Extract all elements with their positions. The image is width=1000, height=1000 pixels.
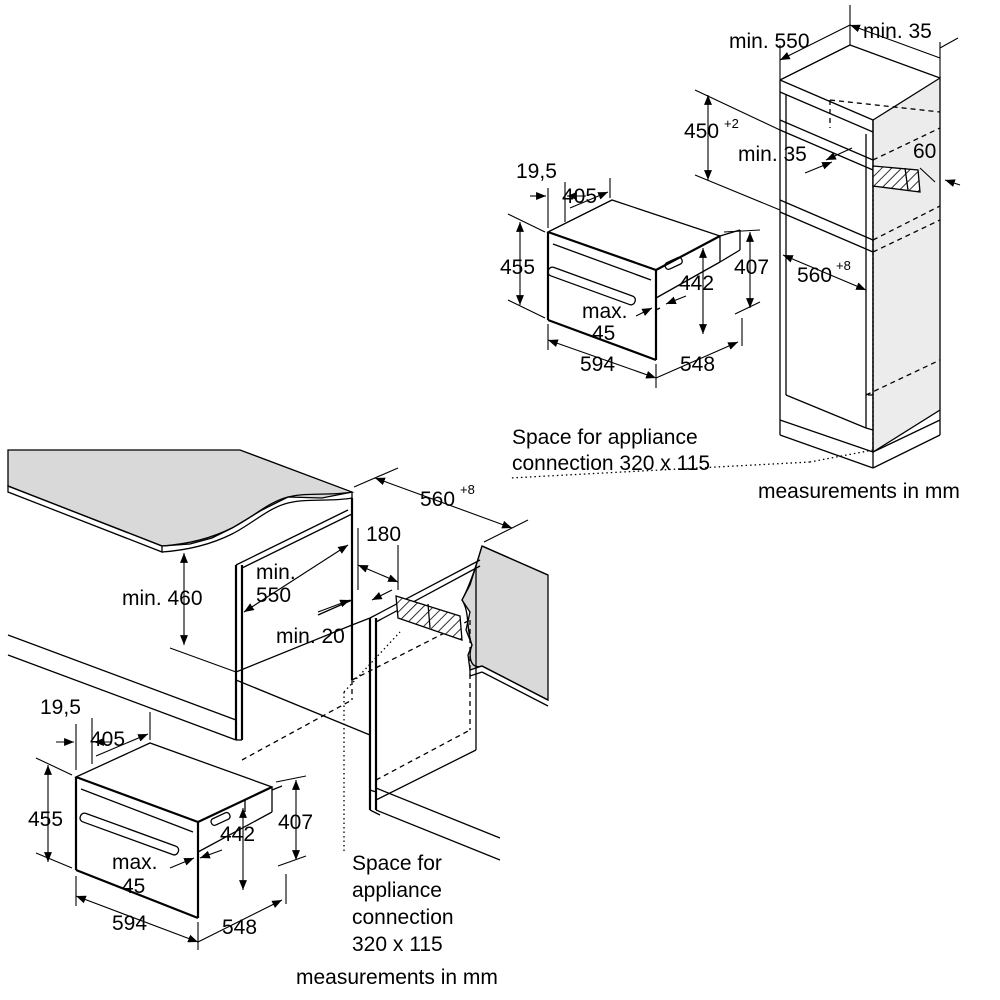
- dim-niche-depth: 560 +8: [782, 254, 867, 291]
- label-worktop-niche-depth: 560: [420, 488, 455, 511]
- label-bottom-body-height: 407: [278, 811, 313, 834]
- dim-vent-offset: 180: [357, 523, 401, 590]
- label-top-height: 455: [500, 256, 535, 279]
- label-worktop-niche-depth-tol: +8: [460, 482, 475, 497]
- label-vent-offset: 180: [366, 523, 401, 546]
- label-niche-depth: 560: [797, 264, 832, 287]
- label-top-front-offset: 19,5: [516, 160, 557, 183]
- floor-lines: [7, 634, 501, 861]
- label-vent-depth: 60: [913, 140, 936, 163]
- bottom-connection-line-4: 320 x 115: [352, 933, 443, 956]
- label-side-gap: min. 35: [863, 20, 932, 43]
- label-top-handle-2: 45: [592, 322, 615, 345]
- label-worktop-height: min. 460: [122, 587, 203, 610]
- dim-worktop-side-gap: min. 20: [276, 589, 393, 648]
- worktop-cabinet: [234, 498, 481, 852]
- worktop-view: 560 +8 180 min. 460 min. 550 min. 20: [7, 449, 549, 989]
- top-units-label: measurements in mm: [758, 480, 960, 503]
- dim-worktop-height: min. 460: [122, 553, 237, 673]
- label-cabinet-width: min. 550: [729, 30, 810, 53]
- tall-cabinet-view: min. 550 min. 35 450 +2 min. 35 60 560: [500, 5, 961, 503]
- top-connection-line-2: connection 320 x 115: [512, 452, 710, 475]
- worktop-right: [461, 545, 549, 707]
- label-top-depth-bottom: 548: [680, 353, 715, 376]
- bottom-connection-line-3: connection: [352, 906, 454, 929]
- label-worktop-side-gap: min. 20: [276, 625, 345, 648]
- tall-cabinet: [509, 44, 941, 479]
- label-niche-height-tol: +2: [724, 116, 739, 131]
- label-top-body-height: 407: [734, 256, 769, 279]
- dim-cabinet-width: min. 550 min. 35: [729, 5, 959, 80]
- worktop-left: [7, 449, 355, 553]
- bottom-connection-line-2: appliance: [352, 879, 442, 902]
- label-bottom-inner-height: 442: [220, 823, 255, 846]
- label-top-handle-1: max.: [582, 300, 628, 323]
- label-bottom-depth: 405: [90, 728, 125, 751]
- oven-bottom-dims: 19,5 405 455 442 407 max. 45: [28, 696, 313, 950]
- label-top-width: 594: [580, 353, 615, 376]
- label-niche-height: 450: [684, 120, 719, 143]
- label-bottom-handle-2: 45: [122, 875, 145, 898]
- label-vent-gap: min. 35: [738, 143, 807, 166]
- label-niche-depth-tol: +8: [836, 258, 851, 273]
- label-bottom-width: 594: [112, 912, 147, 935]
- dim-worktop-cabinet-width: min. 550: [243, 544, 349, 613]
- label-top-inner-height: 442: [679, 272, 714, 295]
- top-connection-line-1: Space for appliance: [512, 426, 698, 449]
- label-top-depth: 405: [562, 185, 597, 208]
- bottom-units-label: measurements in mm: [296, 966, 498, 989]
- label-bottom-handle-1: max.: [112, 851, 158, 874]
- dim-worktop-niche-depth: 560 +8: [353, 467, 529, 543]
- oven-bottom: [74, 742, 283, 920]
- oven-top-dims: 19,5 405 455 407 442 max. 45: [500, 160, 769, 388]
- label-worktop-width-1: min.: [256, 561, 296, 584]
- label-bottom-height: 455: [28, 808, 63, 831]
- dim-vent: min. 35 60: [738, 140, 961, 187]
- vent-cutout: [872, 165, 921, 193]
- label-bottom-depth-bottom: 548: [222, 916, 257, 939]
- label-bottom-front-offset: 19,5: [40, 696, 81, 719]
- bottom-connection-line-1: Space for: [352, 852, 442, 875]
- label-worktop-width-2: 550: [256, 584, 291, 607]
- dim-niche-height: 450 +2: [684, 89, 781, 211]
